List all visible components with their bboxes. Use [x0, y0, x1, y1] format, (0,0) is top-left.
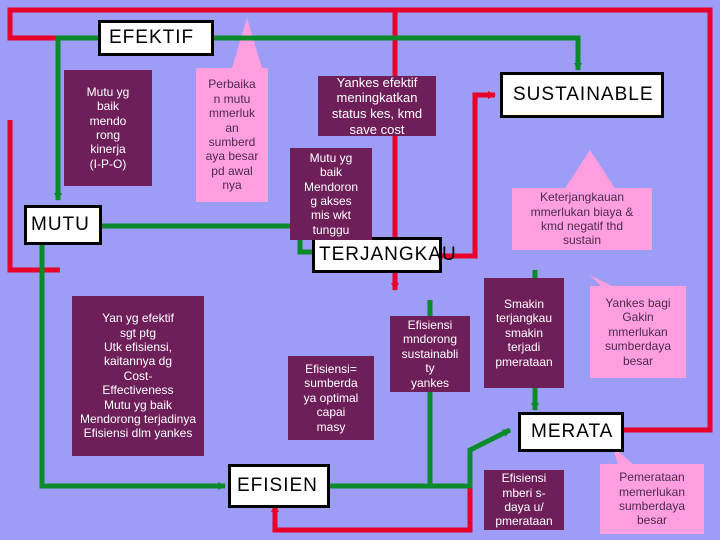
green-line-mutu-efisien: [39, 240, 226, 490]
node-merata: MERATA: [518, 412, 624, 452]
node-sustainable: SUSTAINABLE: [500, 72, 664, 118]
node-terjangkau: TERJANGKAU: [312, 237, 456, 273]
red-line-left: [7, 120, 60, 273]
node-mutu: MUTU: [24, 205, 102, 245]
note-keterjangkauan: Keterjangkauan mmerlukan biaya & kmd neg…: [512, 188, 652, 250]
note-yan-efektif-efisien: Yan yg efektif sgt ptg Utk efisiensi, ka…: [72, 296, 204, 456]
green-line-mutu-terjangkau: [100, 223, 321, 256]
green-line-efektif-sustainable: [214, 35, 582, 71]
note-pemerataan-sumberdaya: Pemerataan memerlukan sumberdaya besar: [600, 464, 704, 534]
note-efisiensi-sustainability: Efisiensi mndorong sustainabli ty yankes: [390, 316, 470, 392]
note-mutu-mendorong-kinerja: Mutu yg baik mendo rong kinerja (I-P-O): [64, 70, 152, 186]
node-efisien: EFISIEN: [228, 464, 330, 508]
note-yankes-gakin: Yankes bagi Gakin mmerlukan sumberdaya b…: [590, 286, 686, 378]
note-perbaikan-mutu: Perbaika n mutu mmerluk an sumberd aya b…: [196, 68, 268, 202]
note-efisiensi-optimal: Efisiensi= sumberda ya optimal capai mas…: [288, 356, 374, 440]
note-mutu-mendorong-akses: Mutu yg baik Mendoron g akses mis wkt tu…: [290, 148, 372, 240]
note-yankes-efektif: Yankes efektif meningkatkan status kes, …: [318, 75, 436, 137]
green-line-efisien-merata: [330, 427, 512, 489]
note-terjangkau-pemerataan: Smakin terjangkau smakin terjadi pmerata…: [484, 278, 564, 388]
red-line-bottom: [271, 480, 473, 533]
note-efisiensi-pemerataan: Efisiensi mberi s- daya u/ pmerataan: [484, 470, 564, 530]
green-line-efektif-mutu: [54, 35, 98, 201]
red-line-terjangkau-sustainable: [442, 91, 496, 259]
callout-tail-keterjangkauan: [560, 150, 620, 196]
callout-tail-perbaikan: [232, 18, 262, 68]
node-efektif: EFEKTIF: [98, 20, 214, 56]
red-line-right-loop: [395, 7, 713, 433]
